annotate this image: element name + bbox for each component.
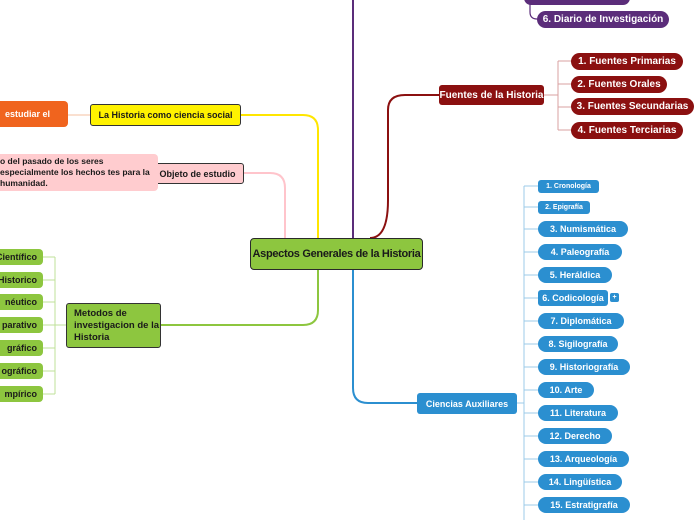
- ciencia-item[interactable]: 2. Epigrafía: [538, 201, 590, 214]
- metodo-item[interactable]: Historico: [0, 272, 43, 288]
- diario-investigacion-node[interactable]: 6. Diario de Investigación: [537, 11, 669, 28]
- metodo-item[interactable]: parativo: [0, 317, 43, 333]
- ciencia-item[interactable]: 8. Sigilografía: [538, 336, 618, 352]
- ciencia-item[interactable]: 6. Codicología: [538, 290, 608, 306]
- metodo-item[interactable]: mpírico: [0, 386, 43, 402]
- historia-note-orange[interactable]: estudiar el: [0, 101, 68, 127]
- ciencias-auxiliares-node[interactable]: Ciencias Auxiliares: [417, 393, 517, 414]
- ciencia-item[interactable]: 15. Estratigrafía: [538, 497, 630, 513]
- connector-ciencias: [352, 268, 418, 404]
- fuente-primarias-node[interactable]: 1. Fuentes Primarias: [571, 53, 683, 70]
- ciencia-item[interactable]: 3. Numismática: [538, 221, 628, 237]
- metodo-item[interactable]: néutico: [0, 294, 43, 310]
- ciencia-item[interactable]: 13. Arqueología: [538, 451, 629, 467]
- objeto-note[interactable]: o del pasado de los seres especialmente …: [0, 154, 158, 191]
- diario-node-top-partial[interactable]: [524, 0, 630, 5]
- fuente-orales-node[interactable]: 2. Fuentes Orales: [571, 76, 667, 93]
- ciencia-item[interactable]: 10. Arte: [538, 382, 594, 398]
- ciencia-item[interactable]: 5. Heráldica: [538, 267, 612, 283]
- fuentes-historia-node[interactable]: Fuentes de la Historia: [439, 85, 544, 105]
- connector-fuentes: [369, 94, 440, 239]
- connector-metodos: [161, 270, 319, 326]
- ciencia-item[interactable]: 14. Lingüística: [538, 474, 622, 490]
- connector-ciencias-children: [517, 185, 538, 520]
- connector-objeto: [244, 172, 286, 238]
- objeto-estudio-node[interactable]: Objeto de estudio: [151, 163, 244, 184]
- connector-metodos-children: [43, 256, 66, 395]
- ciencia-item[interactable]: 12. Derecho: [538, 428, 612, 444]
- metodos-investigacion-node[interactable]: Metodos de investigacion de la Historia: [66, 303, 161, 348]
- fuente-secundarias-node[interactable]: 3. Fuentes Secundarias: [571, 98, 694, 115]
- historia-ciencia-social-node[interactable]: La Historia como ciencia social: [90, 104, 241, 126]
- central-topic[interactable]: Aspectos Generales de la Historia: [250, 238, 423, 270]
- ciencia-item[interactable]: 4. Paleografía: [538, 244, 622, 260]
- metodo-item[interactable]: Científico: [0, 249, 43, 265]
- metodo-item[interactable]: gráfico: [0, 340, 43, 356]
- ciencia-item[interactable]: 9. Historiografía: [538, 359, 630, 375]
- connector-diario: [529, 0, 538, 20]
- connector-historia: [241, 114, 319, 238]
- ciencia-item[interactable]: 1. Cronología: [538, 180, 599, 193]
- connector-fuentes-children: [543, 60, 572, 131]
- fuente-terciarias-node[interactable]: 4. Fuentes Terciarias: [571, 122, 683, 139]
- metodo-item[interactable]: ográfico: [0, 363, 43, 379]
- ciencia-item[interactable]: 7. Diplomática: [538, 313, 624, 329]
- ciencia-item[interactable]: 11. Literatura: [538, 405, 618, 421]
- expand-badge-icon[interactable]: +: [610, 293, 619, 302]
